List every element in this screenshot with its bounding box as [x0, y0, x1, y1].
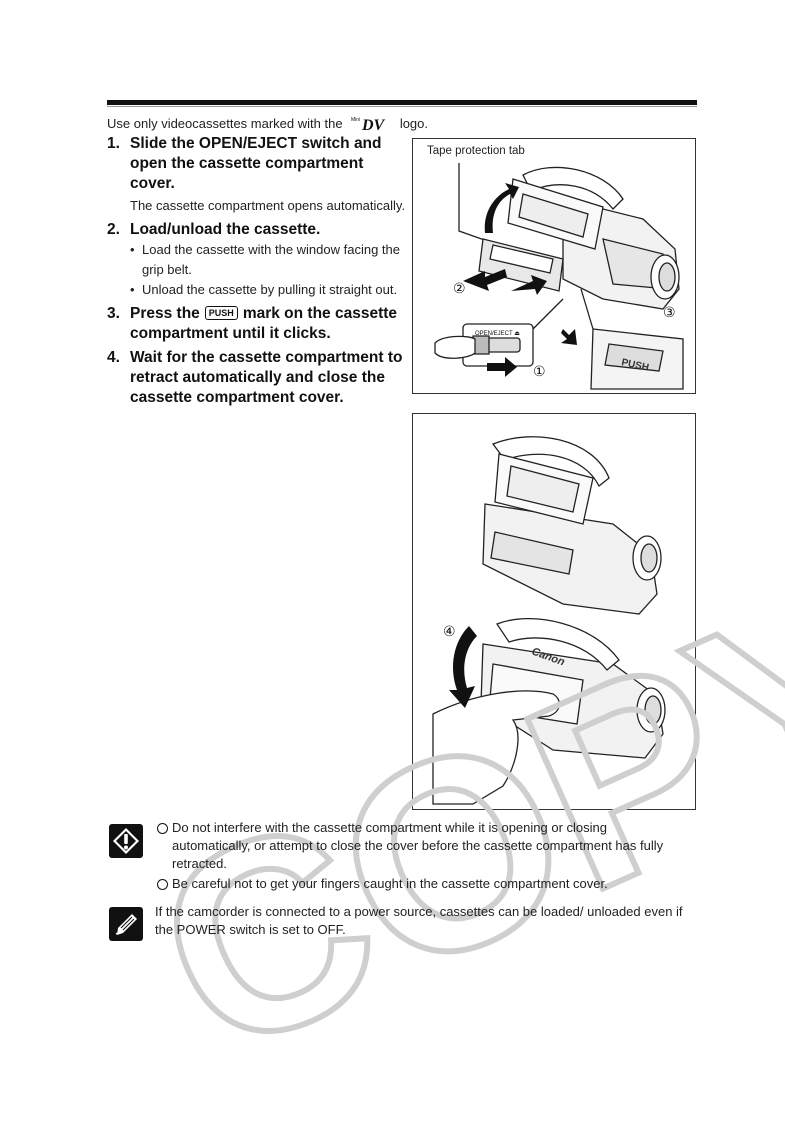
callout-2: ② [453, 281, 466, 297]
svg-text:DV: DV [361, 117, 386, 132]
step-number: 2. [107, 221, 120, 238]
step-title-after: mark on the cassette compartment until i… [130, 305, 398, 342]
step-title-before: Press the [130, 305, 200, 322]
svg-text:Mini: Mini [351, 117, 360, 123]
caution-text: Do not interfere with the cassette compa… [172, 820, 664, 871]
caution-item: Be careful not to get your fingers caugh… [157, 875, 687, 893]
caution-list: Do not interfere with the cassette compa… [157, 819, 687, 895]
callout-3: ③ [663, 305, 676, 321]
circle-bullet-icon [157, 823, 168, 834]
caution-text: Be careful not to get your fingers caugh… [172, 876, 608, 891]
figure-cassette-close: ④ Canon [412, 413, 696, 810]
intro-text-after: logo. [399, 116, 429, 131]
figure-cassette-open: ② ③ ① OPEN/EJECT ⏏ PUSH Tape protection … [412, 138, 696, 394]
caution-icon [109, 824, 143, 858]
note-pencil-icon [109, 907, 143, 941]
open-eject-switch-label: OPEN/EJECT ⏏ [475, 331, 520, 337]
note-text: If the camcorder is connected to a power… [155, 904, 683, 937]
step-1: 1. Slide the OPEN/EJECT switch and open … [107, 134, 407, 216]
push-key-icon: PUSH [204, 306, 238, 320]
callout-1: ① [533, 364, 546, 380]
step-number: 3. [107, 305, 120, 322]
caution-item: Do not interfere with the cassette compa… [157, 819, 687, 873]
intro-line: Use only videocassettes marked with the … [107, 114, 428, 132]
steps-list: 1. Slide the OPEN/EJECT switch and open … [107, 134, 407, 412]
step-description: The cassette compartment opens automatic… [130, 198, 406, 213]
step-title: Slide the OPEN/EJECT switch and open the… [130, 135, 382, 192]
tape-protection-tab-label: Tape protection tab [427, 145, 525, 157]
callout-4: ④ [443, 624, 456, 640]
circle-bullet-icon [157, 879, 168, 890]
camcorder-illustration-open: ② ③ ① OPEN/EJECT ⏏ PUSH [434, 163, 684, 390]
step-bullet: Unload the cassette by pulling it straig… [130, 280, 407, 300]
step-bullet: Load the cassette with the window facing… [130, 240, 407, 280]
minidv-logo-icon: Mini DV [351, 117, 386, 132]
step-title: Load/unload the cassette. [130, 221, 321, 238]
step-number: 1. [107, 135, 120, 152]
step-number: 4. [107, 349, 120, 366]
step-4: 4. Wait for the cassette compartment to … [107, 348, 407, 408]
intro-text-before: Use only videocassettes marked with the [107, 116, 343, 131]
step-title: Wait for the cassette compartment to ret… [130, 349, 403, 406]
camcorder-illustration-close: ④ Canon [432, 436, 666, 805]
header-rule-thin [107, 106, 697, 107]
step-2: 2. Load/unload the cassette. Load the ca… [107, 220, 407, 300]
header-rule [107, 100, 697, 105]
